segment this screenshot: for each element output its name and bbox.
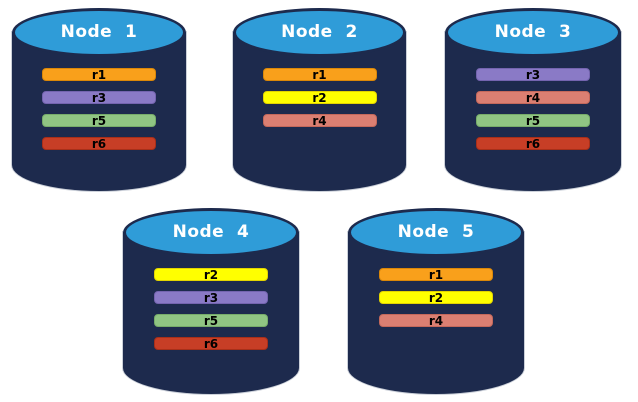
record-bar-r1: r1 bbox=[42, 68, 156, 81]
record-list: r3 r4 r5 r6 bbox=[445, 68, 621, 150]
node-title: Node 4 bbox=[172, 221, 250, 242]
database-node-5: Node 5 r1 r2 r4 bbox=[348, 208, 524, 394]
record-bar-r2: r2 bbox=[154, 268, 268, 281]
record-bar-r4: r4 bbox=[379, 314, 493, 327]
cylinder-top-ellipse: Node 5 bbox=[348, 208, 524, 257]
cylinder-top-ellipse: Node 4 bbox=[123, 208, 299, 257]
record-bar-r4: r4 bbox=[476, 91, 590, 104]
node-title: Node 5 bbox=[397, 221, 475, 242]
cylinder-top-ellipse: Node 2 bbox=[233, 8, 406, 57]
record-bar-r6: r6 bbox=[42, 137, 156, 150]
cylinder-top-ellipse: Node 1 bbox=[12, 8, 186, 57]
record-bar-r4: r4 bbox=[262, 114, 377, 127]
record-bar-r5: r5 bbox=[476, 114, 590, 127]
record-list: r1 r2 r4 bbox=[233, 68, 406, 127]
node-title: Node 2 bbox=[281, 21, 358, 42]
cylinder-body bbox=[445, 32, 621, 191]
record-bar-r1: r1 bbox=[262, 68, 377, 81]
record-bar-r3: r3 bbox=[42, 91, 156, 104]
record-bar-r1: r1 bbox=[379, 268, 493, 281]
record-bar-r2: r2 bbox=[262, 91, 377, 104]
record-bar-r3: r3 bbox=[476, 68, 590, 81]
node-title: Node 1 bbox=[60, 21, 138, 42]
record-list: r2 r3 r5 r6 bbox=[123, 268, 299, 350]
database-node-2: Node 2 r1 r2 r4 bbox=[233, 8, 406, 191]
cylinder-body bbox=[123, 232, 299, 394]
cylinder-top-ellipse: Node 3 bbox=[445, 8, 621, 57]
database-node-1: Node 1 r1 r3 r5 r6 bbox=[12, 8, 186, 191]
record-bar-r5: r5 bbox=[42, 114, 156, 127]
record-bar-r5: r5 bbox=[154, 314, 268, 327]
cylinder-body bbox=[348, 232, 524, 394]
record-bar-r6: r6 bbox=[154, 337, 268, 350]
record-list: r1 r2 r4 bbox=[348, 268, 524, 327]
record-bar-r6: r6 bbox=[476, 137, 590, 150]
node-title: Node 3 bbox=[494, 21, 572, 42]
record-bar-r3: r3 bbox=[154, 291, 268, 304]
cylinder-body bbox=[233, 32, 406, 191]
database-node-4: Node 4 r2 r3 r5 r6 bbox=[123, 208, 299, 394]
database-node-3: Node 3 r3 r4 r5 r6 bbox=[445, 8, 621, 191]
cylinder-body bbox=[12, 32, 186, 191]
record-list: r1 r3 r5 r6 bbox=[12, 68, 186, 150]
record-bar-r2: r2 bbox=[379, 291, 493, 304]
